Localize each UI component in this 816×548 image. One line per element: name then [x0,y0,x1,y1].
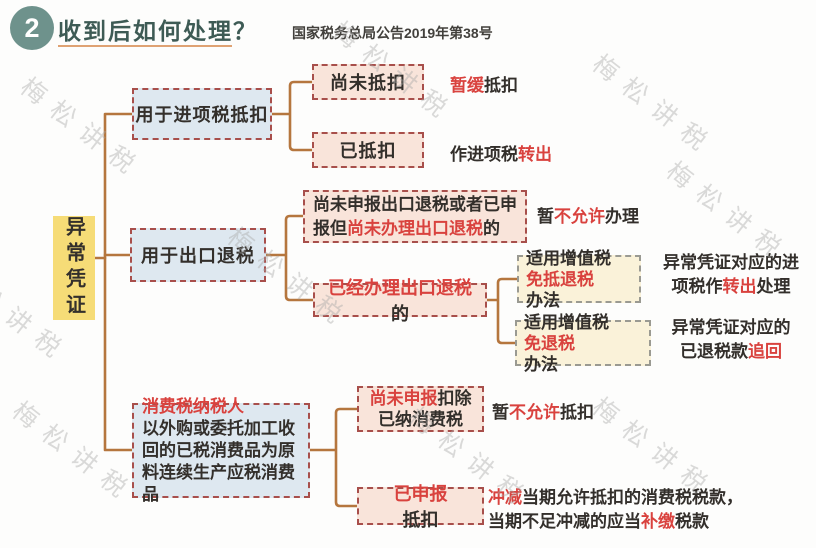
watermark-text: 梅松讲税 [7,396,141,510]
branch-consumption-tax-payer: 消费税纳税人以外购或委托加工收回的已税消费品为原料连续生产应税消费品 [132,397,310,504]
node-refund-not-yet-processed-line2: 报但尚未办理出口退税的 [313,218,500,238]
branch3-bracket [308,407,359,508]
node-exempt-credit-refund-method: 适用增值税免抵退税办法 [517,249,641,310]
note-offset-line1: 冲减当期允许抵扣的消费税税款， [488,488,743,507]
note-recover-refunded-tax-line2: 已退税款追回 [680,342,782,361]
branch1-bracket [270,80,314,152]
node-not-yet-declared-line1: 尚未申报扣除 [369,389,472,408]
section-number-badge: 2 [10,6,54,50]
note-deduction-not-allowed: 暂不允许抵扣 [492,403,594,422]
note-transfer-out-input-tax: 作进项税转出 [450,145,552,164]
root-node-abnormal-voucher: 异常凭证 [53,216,95,320]
node-not-yet-declared-deduction: 尚未申报扣除 已纳消费税 [357,386,484,432]
note-offset-and-repay-tax: 冲减当期允许抵扣的消费税税款， 当期不足冲减的应当补缴税款 [488,486,743,534]
trunk-line [103,112,134,452]
note-transfer-out-handling-line1: 异常凭证对应的进 [663,253,799,272]
node-not-yet-declared-line2: 已纳消费税 [378,410,463,429]
note-transfer-out-handling-line2: 项税作转出处理 [671,277,791,296]
branch-input-tax-deduction: 用于进项税抵扣 [132,88,272,140]
note-recover-refunded-tax: 异常凭证对应的 已退税款追回 [650,316,812,364]
note-temporarily-not-allowed: 暂不允许办理 [537,207,639,226]
note-suspend-deduction: 暂缓抵扣 [450,76,518,95]
title-underline [58,45,232,47]
node-already-deducted: 已抵扣 [312,132,424,168]
watermark-text: 梅松讲税 [587,49,721,163]
node-exempt-refund-method: 适用增值税免退税办法 [515,313,651,374]
node-refund-not-yet-processed-line1: 尚未申报出口退税或者已申 [313,194,517,214]
node-refund-not-yet-processed: 尚未申报出口退税或者已申 报但尚未办理出口退税的 [303,190,527,243]
note-offset-line2: 当期不足冲减的应当补缴税款 [488,512,709,531]
note-transfer-out-handling: 异常凭证对应的进 项税作转出处理 [645,251,816,299]
node-not-yet-deducted: 尚未抵扣 [312,64,424,100]
node-already-declared-deduction: 已申报抵扣 [357,484,484,530]
regulation-reference: 国家税务总局公告2019年第38号 [292,25,493,41]
page-title: 收到后如何处理？ [58,18,258,44]
note-recover-refunded-tax-line1: 异常凭证对应的 [671,318,791,337]
node-refund-already-processed: 已经办理出口退税的 [313,278,487,324]
branch-export-tax-refund: 用于出口退税 [130,228,266,282]
export-done-bracket [485,277,519,345]
